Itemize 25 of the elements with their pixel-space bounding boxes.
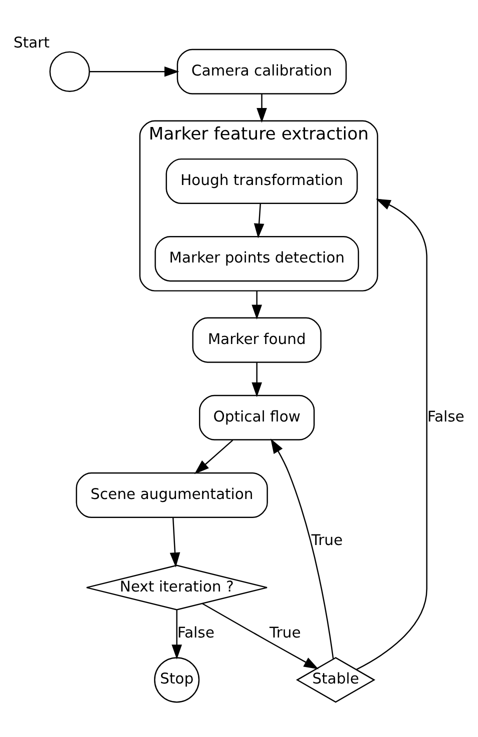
arrow	[356, 198, 428, 670]
arrow	[254, 203, 264, 238]
arrow	[252, 362, 262, 397]
node-box: Optical flow	[198, 394, 315, 440]
arrow	[90, 66, 180, 76]
edge-label: False	[177, 624, 214, 642]
node-box: Hough transformation	[166, 158, 358, 204]
arrow	[194, 439, 234, 474]
node-box: Marker found	[192, 316, 322, 362]
arrow	[252, 290, 262, 320]
node-circle	[49, 50, 90, 92]
arrow	[202, 602, 319, 669]
edge-label: False	[427, 408, 464, 425]
edge-label: True	[311, 532, 343, 549]
node-diamond: Next iteration ?	[86, 564, 268, 610]
arrow	[170, 517, 180, 567]
arrow	[172, 610, 182, 659]
node-circle: Stop	[154, 656, 200, 702]
node-box: Marker points detection	[154, 236, 360, 282]
node-label: Start	[13, 34, 50, 52]
arrow	[256, 94, 267, 122]
node-box: Scene augumentation	[76, 472, 268, 518]
node-box: Camera calibration	[176, 48, 347, 94]
edge-label: True	[269, 624, 301, 642]
arrow	[270, 438, 334, 658]
